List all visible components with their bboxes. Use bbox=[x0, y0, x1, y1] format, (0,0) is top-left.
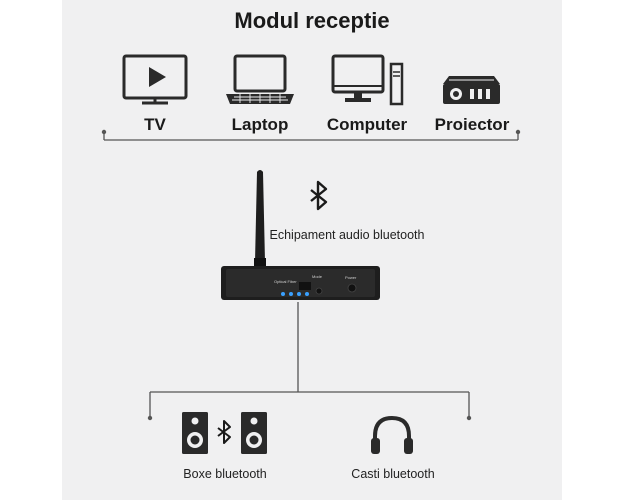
diagram-title: Modul receptie bbox=[234, 8, 390, 33]
source-label-laptop: Laptop bbox=[231, 115, 289, 134]
speakers-bluetooth-icon bbox=[217, 420, 231, 444]
output-label-headphones: Casti bluetooth bbox=[351, 467, 435, 481]
source-label-computer: Computer bbox=[326, 115, 408, 134]
laptop-icon bbox=[226, 54, 294, 104]
bluetooth-icon bbox=[310, 180, 328, 211]
source-dots bbox=[101, 129, 521, 135]
output-label-speakers: Boxe bluetooth bbox=[183, 467, 267, 481]
receiver-device: Optical Fiber Mode Power bbox=[221, 170, 380, 300]
speakers-icon bbox=[182, 412, 267, 454]
headphones-icon bbox=[371, 415, 413, 454]
panel-label-mode: Mode bbox=[312, 274, 323, 279]
output-connector bbox=[149, 302, 470, 418]
source-label-projector: Proiector bbox=[434, 115, 510, 134]
led-2 bbox=[289, 292, 293, 296]
projector-icon bbox=[443, 76, 500, 104]
led-4 bbox=[305, 292, 309, 296]
tv-icon bbox=[122, 54, 188, 105]
panel-label-power: Power bbox=[345, 275, 357, 280]
computer-icon bbox=[331, 54, 404, 106]
panel-label-input: Optical Fiber bbox=[274, 279, 297, 284]
source-label-tv: TV bbox=[144, 115, 166, 134]
led-1 bbox=[281, 292, 285, 296]
receiver-label: Echipament audio bluetooth bbox=[269, 228, 425, 242]
led-3 bbox=[297, 292, 301, 296]
